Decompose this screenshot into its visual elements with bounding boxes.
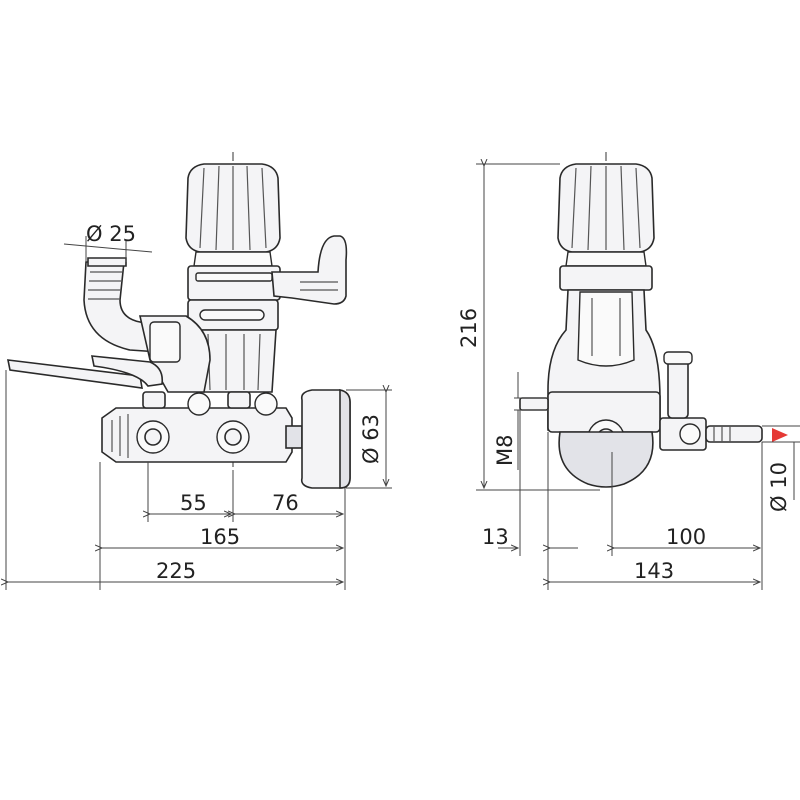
- side-base: [558, 431, 654, 488]
- inlet-diameter-label: Ø 25: [86, 222, 136, 246]
- thread-m8-label: M8: [493, 435, 517, 466]
- side-regulator-knob: [557, 163, 655, 291]
- mounting-handle: [6, 355, 164, 389]
- side-dimensions: 216 M8 Ø 10 13 100: [457, 164, 800, 590]
- side-pump-body: [547, 289, 661, 457]
- flow-arrow-icon: [772, 428, 788, 442]
- accumulator: [300, 389, 351, 489]
- outlet-diameter-label: Ø 10: [767, 462, 791, 512]
- accumulator-diameter-label: Ø 63: [359, 414, 383, 464]
- dim-165-label: 165: [200, 525, 240, 549]
- inlet-elbow: [83, 257, 211, 393]
- front-dimensions: Ø 25 Ø 63 55 76 165 225: [6, 222, 392, 590]
- height-216-label: 216: [457, 308, 481, 348]
- dim-76-label: 76: [272, 491, 299, 515]
- dim-143-label: 143: [634, 559, 674, 583]
- pressure-lever: [271, 235, 348, 305]
- m8-stud: [519, 397, 549, 411]
- side-view: 216 M8 Ø 10 13 100: [457, 152, 800, 590]
- outlet-fitting: [659, 351, 763, 451]
- dim-100-label: 100: [666, 525, 706, 549]
- dim-55-label: 55: [180, 491, 207, 515]
- regulator-knob: [185, 163, 281, 267]
- pump-body: [101, 391, 303, 463]
- dim-13-label: 13: [482, 525, 509, 549]
- dim-225-label: 225: [156, 559, 196, 583]
- regulator-head: [187, 235, 348, 393]
- front-view: Ø 25 Ø 63 55 76 165 225: [6, 152, 392, 590]
